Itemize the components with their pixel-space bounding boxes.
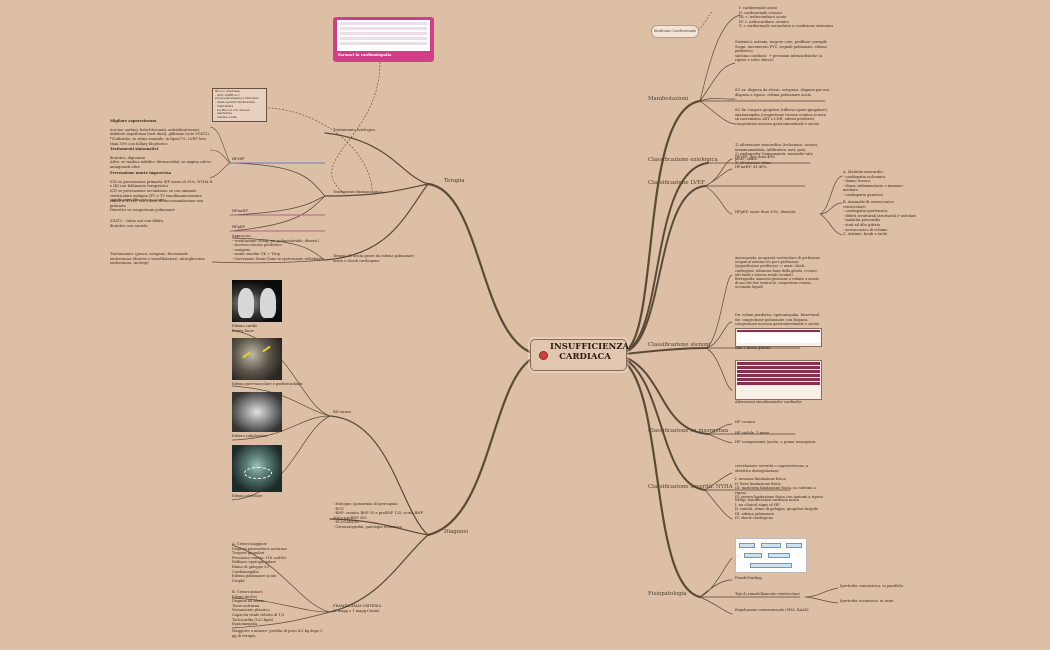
- lvef-hfmref: HFmrEF: 41-49%: [735, 165, 767, 169]
- xray-subpleural-image: [232, 392, 282, 432]
- group-sopravvivenza-text: Ace-inr, sartani, beta-bloccanti, antial…: [110, 127, 210, 146]
- xray-caption-4: Edema alveolare: [232, 494, 263, 498]
- lvef-hfpef: HFpEF: more than 50%, diastolic: [735, 210, 796, 214]
- drug-table-card[interactable]: Farmaci in cardiomiopatia: [333, 17, 434, 62]
- apple-icon: [539, 351, 548, 360]
- fisio-frank-starling: Frank-Starling: [735, 576, 762, 580]
- central-topic[interactable]: INSUFFICIENZA CARDIACA: [530, 339, 630, 371]
- insorgenza-scompensata: HF scompensata (acuta, o prima insorgenz…: [735, 440, 816, 444]
- insorgenza-cronica: HF cronica: [735, 420, 756, 424]
- group-sintomatici: Trattamenti sintomatici diuretici, digos…: [110, 142, 215, 170]
- acute-approccio: Approccio: - ventilazione (ossig, pa, po…: [232, 234, 324, 261]
- group-sintomatici-title: Trattamenti sintomatici: [110, 146, 159, 151]
- group-sintomatici-text: diuretici, digossina Altre: se modica in…: [110, 155, 212, 169]
- terapia-eziologico: Trattamento eziologico: [333, 128, 376, 132]
- fisiopatologia-diagram-image: [735, 538, 807, 573]
- eziologica-text: 1) alterazione miocardica (ischemica, to…: [735, 143, 819, 166]
- acute-treatment-text: Trattamento: (posca, ossigeno, furosemid…: [110, 252, 205, 266]
- group-morte-improvvisa: Prevenzione morte improvvisa ICD se prev…: [110, 166, 215, 203]
- group-sopravvivenza-title: Migliore sopravvivenza: [110, 118, 157, 123]
- xray-peribronchial-image: [232, 338, 282, 380]
- diagnosi-exams: - Esitogas: ipossiemia di ipercapnia - E…: [333, 502, 423, 529]
- gittata-table-image: [735, 328, 822, 347]
- xray-alveolar-image: [232, 445, 282, 492]
- hfpef-text: SGLT2 - calcio ant non diidro diuretici …: [110, 219, 164, 228]
- emodinamica-table-image: [735, 360, 822, 400]
- fisio-neurormonale: Regolazione neurormonale (SNS, RAAS): [735, 608, 809, 612]
- terapia-acuta: Terapia IC acuta grave da edema polmonar…: [333, 254, 415, 263]
- label-hfmref: HFmrEF: [232, 209, 248, 213]
- central-title: INSUFFICIENZA CARDIACA: [550, 342, 630, 362]
- nyha-correlazione: correlazione severità o sopravvivenza, a…: [735, 464, 809, 473]
- lvef-sub-c: C. Aritmie: bradi e tachi: [843, 232, 887, 236]
- branch-stenoni[interactable]: Classificazione stenoni: [648, 342, 711, 348]
- branch-diagnosi[interactable]: Diagnosi: [444, 529, 468, 535]
- stenoni-text1: Anterograda: incapacità ventricolare di …: [735, 256, 820, 290]
- stenoni-caption-emodinamica: Alterazioni emodinamiche cardiache: [735, 400, 802, 404]
- cardiorenal-types: I: cardiorenale acuto II: cardiorenale c…: [739, 6, 834, 29]
- framingham-criteria: FRAMINGHAM CRITERIA (2 magg o 1 magg+2mi…: [333, 604, 382, 613]
- cardiorenal-callout[interactable]: Sindrome Cardiorenale: [651, 25, 699, 38]
- label-hfref: HFrEF: [232, 157, 245, 161]
- label-hfpef: HFpEF: [232, 225, 246, 229]
- lvef-hfref: HFrEF: less than 40%: [735, 155, 776, 159]
- group-morte-title: Prevenzione morte improvvisa: [110, 170, 171, 175]
- ipertrofia-concentrica: Ipertrofia concentrica: in parallelo: [840, 584, 903, 588]
- lvef-sub-a: A. Malattie miocardio: - cardiopatia isc…: [843, 170, 904, 197]
- branch-lvef[interactable]: Classificazione LVEF: [648, 180, 705, 186]
- stenoni-text2: Dx: edemi periferici, epatomegalia, Rose…: [735, 313, 820, 327]
- criteria-minor: B. Criteri minori: Edemi declivi Dispnea…: [232, 590, 285, 627]
- xray-caption-1: Edema cardio Kerley linee: [232, 324, 258, 333]
- branch-manifestazioni[interactable]: Manifestazioni: [648, 96, 689, 102]
- branch-nyha[interactable]: Classificazione severità: NYHA: [648, 484, 733, 490]
- branch-terapia[interactable]: Terapia: [444, 178, 465, 184]
- killip-classi: KHlip: Insufficienza cardiaca acuta I: n…: [735, 498, 819, 521]
- criteria-either: Maggiore o minore: perdita di peso 4,5 k…: [232, 629, 323, 638]
- manifestazioni-sx: SC sx: dispnea da sforzo, ortopnea, disp…: [735, 88, 831, 97]
- stenoni-caption-gittata: Alta e bassa gittata: [735, 346, 771, 350]
- criteria-major: A. Criteri maggiori: Dispnea parossistic…: [232, 542, 287, 583]
- lvef-sub-b: B. Anomalie di sovraccarico ventricolare…: [843, 200, 917, 232]
- drug-table-image: [337, 20, 430, 51]
- xray-caption-3: Edema subpleurico: [232, 434, 268, 438]
- fisio-rimodellamento: Tipi di rimodellamento ventricolare: [735, 592, 800, 596]
- xray-caption-2: Edema peri-vascolare e peribronchiale: [232, 382, 303, 386]
- ipertrofia-eccentrica: Ipertrofia eccentrica: in serie: [840, 599, 894, 603]
- insorgenza-stabile: HF stabile, 1 mese: [735, 431, 770, 435]
- manifestazioni-dx: SC dx: turgore giugulari (riflesso epato…: [735, 108, 828, 126]
- xray-kerley-image: [232, 280, 282, 322]
- hfmref-text: simile a HFrEF con classe di raccomandaz…: [110, 199, 204, 213]
- manifestazioni-sistemici: Sistemici: astenia, turgore cute, profil…: [735, 40, 828, 63]
- group-morte-text: ICD se prevenzione primaria (EF meno di …: [110, 179, 213, 203]
- diagnosi-rx: RX torace: [333, 410, 352, 414]
- group-sopravvivenza: Migliore sopravvivenza Ace-inr, sartani,…: [110, 114, 215, 146]
- terapia-note: Blocco graduale - ACE-I/ARB ecc progress…: [212, 88, 267, 122]
- branch-eziologica[interactable]: Classificazione eziologica: [648, 157, 718, 163]
- nyha-classi: I: nessuna limitazione fisica II: lieve …: [735, 477, 823, 500]
- drug-table-caption: Farmaci in cardiomiopatia: [338, 53, 392, 57]
- branch-insorgenza[interactable]: Classificazione su insorgenza: [648, 428, 729, 434]
- terapia-farmacologico: Trattamento farmacologico: [333, 190, 383, 194]
- branch-fisiopatologia[interactable]: Fisiopatologia: [648, 591, 687, 597]
